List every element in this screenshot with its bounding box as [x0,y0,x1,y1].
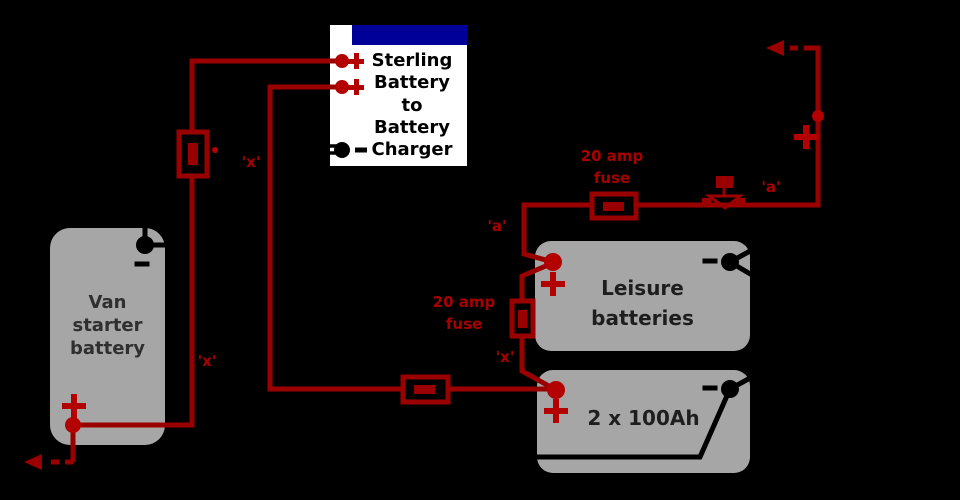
leisure-minus-icon [702,258,718,264]
charger-box [330,25,467,166]
leisure-label-line: batteries [591,306,694,330]
fuse-label-line: fuse [445,315,483,333]
charger-output-terminal-dot [335,80,349,94]
wire-label-a-1: 'a' [487,217,507,235]
van-label-line: starter [72,315,143,336]
fuse-icon [589,191,639,221]
wire-label-x-3: 'x' [495,348,515,366]
charger-label: Sterling Battery to Battery Charger [357,50,467,161]
bank-positive-terminal-dot [547,381,565,399]
battery-bank-label: 2 x 100Ah [587,406,700,430]
bank-minus-icon [702,385,718,391]
switch-icon [702,176,745,210]
red-wire-a-circuit [521,45,821,265]
a-wire-plus-icon [794,125,818,149]
charger-input-plus-icon [348,53,364,69]
van-minus-icon [134,261,150,267]
charger-label-line: Charger [371,139,453,161]
van-label-line: battery [69,338,146,359]
wire-label-x-1: 'x' [241,153,261,171]
fuse-icon [400,374,451,405]
charger-header-bar [352,25,467,45]
leisure-negative-terminal-dot [721,253,739,271]
fuse-icon [176,129,210,179]
charger-input-terminal-dot [335,54,349,68]
wire-label-a-2: 'a' [761,178,781,196]
a-wire-junction-dot [812,110,824,122]
fuse-icon [509,298,536,339]
fuse-label-top: 20 amp fuse [567,145,657,189]
red-wire-van-to-charger [70,58,338,462]
charger-output-plus-icon [348,79,364,95]
fuse-label-line: 20 amp [432,293,496,311]
charger-label-line: Battery [374,116,450,138]
charger-label-line: to [401,94,423,116]
charger-negative-terminal-dot [334,142,350,158]
fuse-label-line: fuse [593,169,631,187]
van-positive-terminal-dot [65,417,81,433]
arrow-left-icon [766,40,812,56]
charger-label-line: Sterling [371,50,453,71]
leisure-label-line: Leisure [601,276,684,300]
van-negative-terminal-dot [136,236,154,254]
charger-minus-icon [355,147,367,153]
leisure-plus-icon [541,272,565,296]
bank-plus-icon [544,399,568,423]
van-plus-icon [62,394,86,418]
arrow-left-icon [24,454,73,470]
van-battery-label: Van starter battery [50,291,165,360]
fuse-label-line: 20 amp [580,147,644,165]
charger-label-line: Battery [374,72,450,94]
fuse-label-left: 20 amp fuse [419,291,509,335]
bank-negative-terminal-dot [721,380,739,398]
small-dot-mark [212,147,218,153]
leisure-batteries-label: Leisure batteries [535,273,750,333]
wire-label-x-2: 'x' [197,352,217,370]
van-label-line: Van [88,292,127,313]
leisure-positive-terminal-dot [544,253,562,271]
